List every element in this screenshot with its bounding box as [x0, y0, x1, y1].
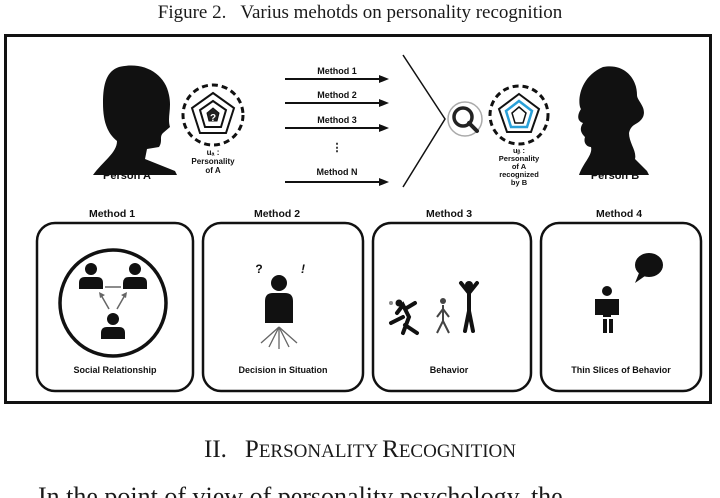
ua-symbol: uₐ : — [207, 148, 220, 157]
method-2-caption: Decision in Situation — [238, 365, 327, 375]
method-4-box — [539, 221, 703, 393]
method-1-caption: Social Relationship — [73, 365, 157, 375]
person-b-label: Person B — [591, 170, 639, 182]
body-text: In the point of view of personality psyc… — [38, 484, 563, 498]
heading-letter-r: R — [382, 436, 399, 463]
arrow-method-3-label: Method 3 — [317, 115, 357, 125]
convergence-lines — [402, 54, 446, 188]
ub-label-line2: Personality — [499, 154, 540, 163]
person-a-head-icon — [93, 65, 177, 175]
section-heading: II. PERSONALITY RECOGNITION — [0, 436, 720, 464]
arrow-method-n-label: Method N — [317, 167, 358, 177]
method-arrows — [285, 75, 389, 186]
svg-text:?: ? — [210, 113, 216, 124]
method-2-title: Method 2 — [254, 208, 300, 220]
method-1-box — [35, 221, 195, 393]
figure-frame: Person A ? uₐ : Personality of A Method … — [4, 34, 712, 404]
ub-label-line4: recognized — [499, 170, 539, 179]
arrow-method-2-label: Method 2 — [317, 90, 357, 100]
method-2-box — [201, 221, 365, 393]
thin-slices-person-icon — [595, 253, 663, 333]
figure-number: Figure 2. — [157, 2, 227, 23]
heading-letter-p: P — [244, 436, 259, 463]
ub-label-line3: of A — [512, 162, 527, 171]
method-3-box — [371, 221, 533, 393]
magnifier-icon — [447, 101, 483, 137]
method-4-title: Method 4 — [596, 208, 642, 220]
personality-b-radar-icon — [488, 84, 550, 146]
arrow-ellipsis: ⋮ — [332, 142, 343, 154]
arrow-method-1-label: Method 1 — [317, 66, 357, 76]
question-mark: ? — [255, 262, 262, 276]
person-a-label: Person A — [103, 170, 151, 182]
ua-label-line3: of A — [205, 166, 220, 175]
decision-person-icon — [260, 275, 298, 349]
figure-diagram: Person A ? uₐ : Personality of A Method … — [35, 54, 703, 393]
figure-caption: Figure 2. Varius mehotds on personality r… — [0, 2, 720, 24]
method-3-title: Method 3 — [426, 208, 472, 220]
method-1-title: Method 1 — [89, 208, 135, 220]
heading-part-2: ECOGNITION — [398, 441, 516, 462]
exclamation-mark: ! — [301, 262, 305, 276]
body-paragraph: In the point of view of personality psyc… — [38, 484, 698, 498]
social-relationship-icon — [58, 248, 168, 358]
behavior-figures-icon — [389, 281, 479, 335]
heading-part-1: ERSONALITY — [258, 441, 383, 462]
ub-label-line5: by B — [511, 178, 528, 187]
ua-label-line2: Personality — [191, 157, 235, 166]
person-b-head-icon — [578, 66, 649, 175]
method-3-caption: Behavior — [430, 365, 469, 375]
section-numeral: II. — [204, 436, 227, 463]
method-4-caption: Thin Slices of Behavior — [571, 365, 671, 375]
personality-a-radar-icon: ? — [181, 83, 245, 147]
ub-symbol: uᵦ : — [513, 146, 525, 155]
figure-title: Varius mehotds on personality recognitio… — [240, 2, 563, 23]
